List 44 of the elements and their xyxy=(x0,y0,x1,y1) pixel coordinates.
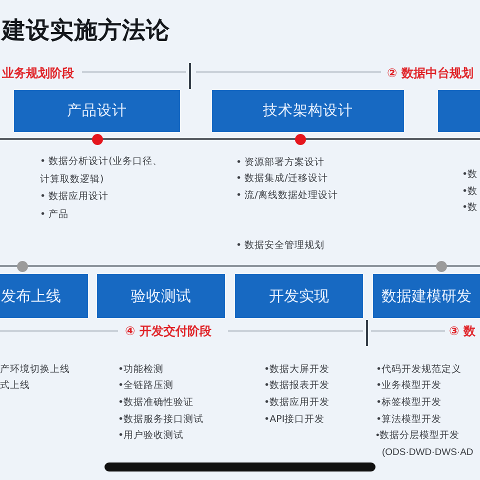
list-item: • 数据分析设计(业务口径、计算取数逻辑) xyxy=(40,155,164,186)
list-item: •算法模型开发 xyxy=(376,412,443,427)
process-box xyxy=(0,274,88,318)
step-title: 产品设计 xyxy=(67,102,127,121)
process-box xyxy=(97,274,225,318)
phase-heading: ② 数据中台规划 xyxy=(387,65,474,81)
list-item: •数 xyxy=(462,184,478,198)
phase-heading: ④ 开发交付阶段 xyxy=(125,323,212,339)
list-item: •数 xyxy=(462,201,478,215)
list-item: •数据报表开发 xyxy=(264,379,330,394)
step-title: 发布上线 xyxy=(1,286,61,306)
list-item: •代码开发规范定义 xyxy=(376,362,463,377)
list-item: •API接口开发 xyxy=(264,412,326,427)
step-title: 技术架构设计 xyxy=(263,102,353,121)
step-title: 验收测试 xyxy=(131,286,191,306)
list-item: • 数据集成/迁移设计 xyxy=(236,172,329,186)
list-item: •全链路压测 xyxy=(118,379,175,394)
step-title: 数据建模研发 xyxy=(382,286,472,306)
list-item: •数据应用开发 xyxy=(264,396,330,410)
list-item: • 资源部署方案设计 xyxy=(236,156,326,170)
list-item: • 数据应用设计 xyxy=(40,190,110,204)
list-item: • 产品 xyxy=(40,208,70,222)
list-item: • 流/离线数据处理设计 xyxy=(236,188,338,203)
page-title: 建设实施方法论 xyxy=(1,15,170,46)
process-box xyxy=(373,274,480,318)
list-item: •数据服务接口测试 xyxy=(118,412,204,427)
process-box xyxy=(14,90,180,132)
list-item: •业务模型开发 xyxy=(376,379,443,394)
step-title: 开发实现 xyxy=(269,286,329,306)
phase-heading: ③ 数 xyxy=(449,323,476,339)
list-item: •标签模型开发 xyxy=(376,396,443,410)
list-item: •数 xyxy=(462,168,478,182)
list-item: 产环境切换上线 xyxy=(0,362,70,377)
process-box xyxy=(438,90,480,132)
list-item: 式上线 xyxy=(0,379,31,394)
process-box xyxy=(235,274,363,318)
list-item: •功能检测 xyxy=(118,362,165,377)
phase-heading: 业务规划阶段 xyxy=(2,65,74,81)
process-box xyxy=(212,90,404,132)
list-item: •数据分层模型开发 (ODS·DWD·DWS·AD xyxy=(376,429,474,460)
list-item: •用户验收测试 xyxy=(118,429,185,444)
list-item: •数据大屏开发 xyxy=(264,362,330,377)
list-item: •数据准确性验证 xyxy=(118,396,195,410)
list-item: • 数据安全管理规划 xyxy=(236,239,326,253)
